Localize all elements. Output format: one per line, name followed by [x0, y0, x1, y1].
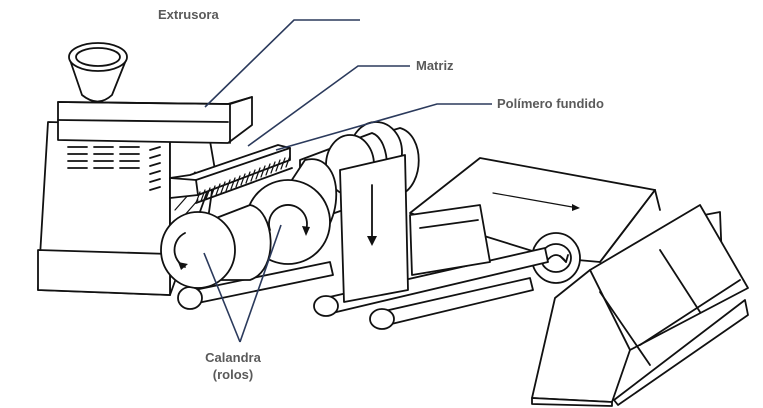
extruder-barrel: [57, 96, 253, 144]
take-up-frame: [531, 204, 749, 407]
leader-lines: [203, 19, 492, 343]
die: [169, 144, 293, 204]
matriz-leader: [247, 65, 410, 147]
label-polimero-fundido: Polímero fundido: [497, 96, 604, 111]
label-matriz: Matriz: [416, 58, 454, 73]
support-block: [409, 204, 491, 276]
label-rolos: (rolos): [213, 367, 253, 382]
calender-rolls: [160, 158, 338, 289]
polimero-leader: [275, 103, 492, 151]
extrusora-leader: [204, 19, 360, 108]
hopper: [68, 42, 128, 103]
labels: Extrusora Matriz Polímero fundido Caland…: [158, 7, 604, 382]
label-calandra: Calandra: [205, 350, 261, 365]
calandra-leader-left: [203, 252, 241, 343]
cooling-rolls: [299, 121, 420, 303]
label-extrusora: Extrusora: [158, 7, 219, 22]
die-teeth: [195, 155, 293, 204]
side-vent: [149, 146, 161, 191]
calandra-leader-right: [239, 224, 282, 343]
